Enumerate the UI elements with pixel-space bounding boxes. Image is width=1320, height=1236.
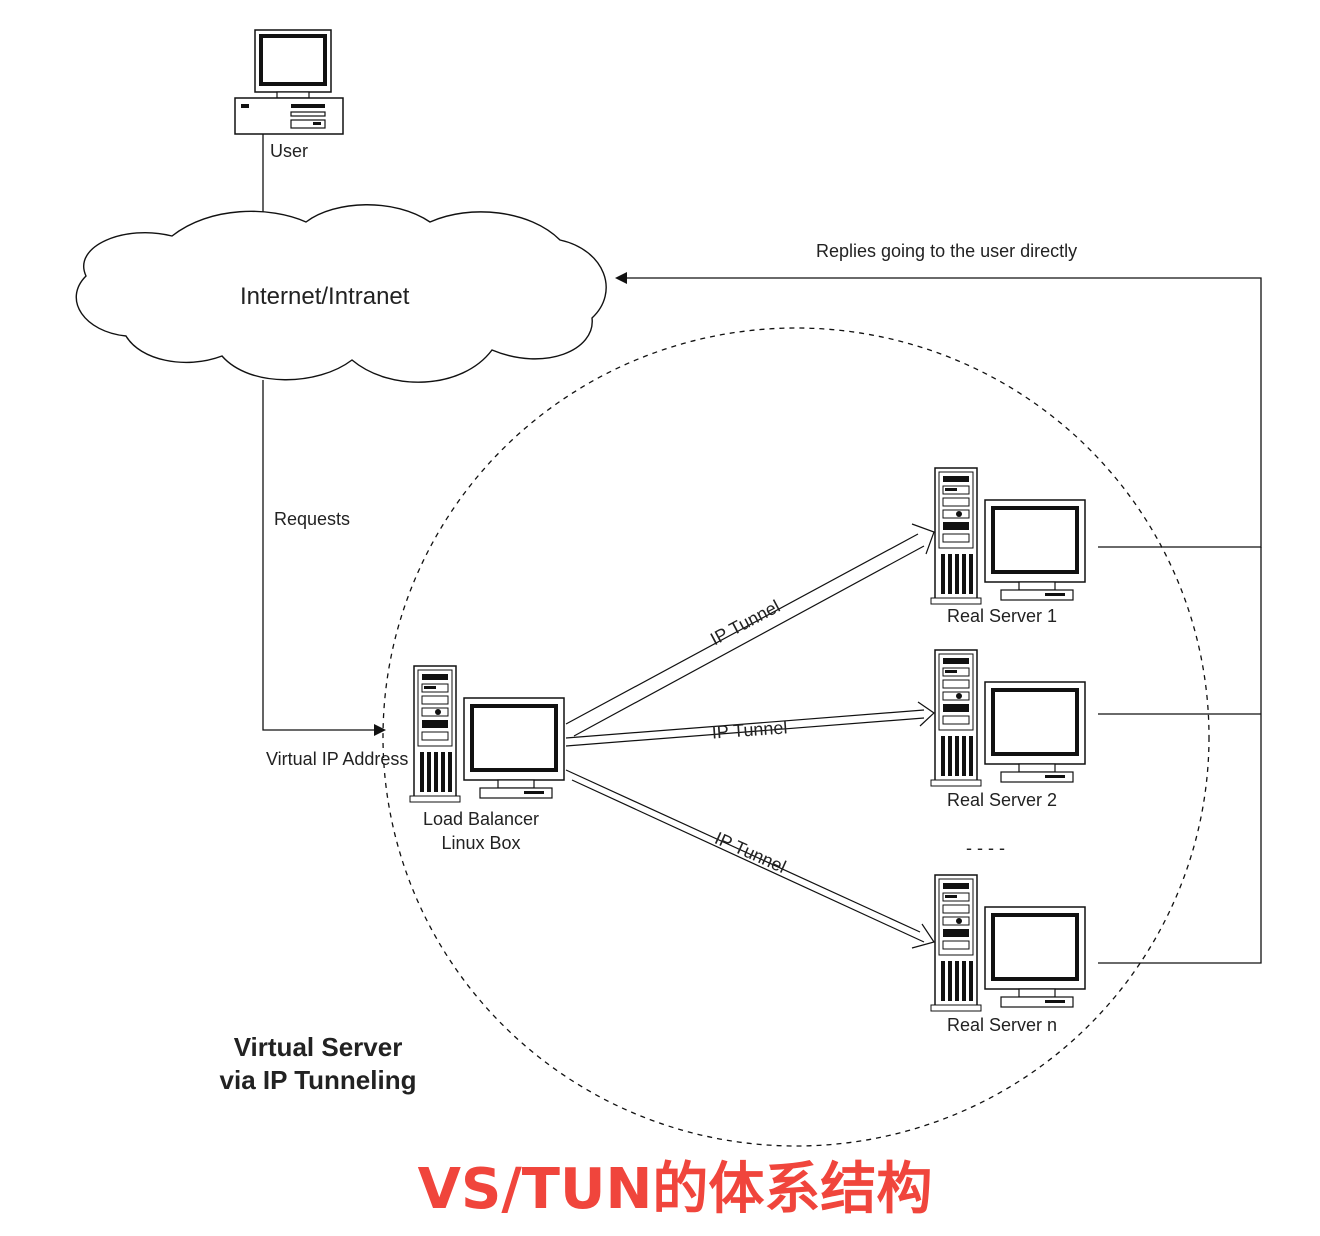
server2-label: Real Server 2 [947, 790, 1057, 810]
virtual-server-boundary [382, 327, 1210, 1147]
cloud-label: Internet/Intranet [240, 283, 410, 310]
ip-tunnel-label-1: IP Tunnel [707, 596, 783, 649]
internet-cloud [75, 204, 607, 383]
server1-label: Real Server 1 [947, 606, 1057, 626]
replies-label: Replies going to the user directly [816, 241, 1077, 261]
real-server-1-icon [929, 466, 1087, 606]
user-computer-icon [233, 28, 345, 136]
real-server-n-icon [929, 873, 1087, 1013]
ip-tunnel-n [565, 769, 935, 949]
servern-reply-line [1098, 547, 1262, 964]
requests-label: Requests [274, 509, 350, 529]
real-server-2-icon [929, 648, 1087, 788]
user-label: User [270, 141, 308, 161]
caption: VS/TUN的体系结构 [418, 1157, 933, 1222]
ip-tunnel-2 [565, 701, 935, 747]
diagram-title-line1: Virtual Server [234, 1032, 403, 1062]
load-balancer-server-icon [408, 664, 566, 804]
replies-line [615, 272, 1262, 548]
diagram-title-line2: via IP Tunneling [220, 1065, 417, 1095]
lb-label-line2: Linux Box [441, 833, 520, 853]
ellipsis-label: - - - - [966, 838, 1005, 858]
ip-tunnel-label-2: IP Tunnel [711, 717, 788, 742]
requests-line [262, 380, 386, 736]
vip-label: Virtual IP Address [266, 749, 408, 769]
ip-tunnel-1 [565, 523, 935, 737]
lb-label-line1: Load Balancer [423, 809, 539, 829]
servern-label: Real Server n [947, 1015, 1057, 1035]
ip-tunnel-label-n: IP Tunnel [712, 828, 789, 877]
